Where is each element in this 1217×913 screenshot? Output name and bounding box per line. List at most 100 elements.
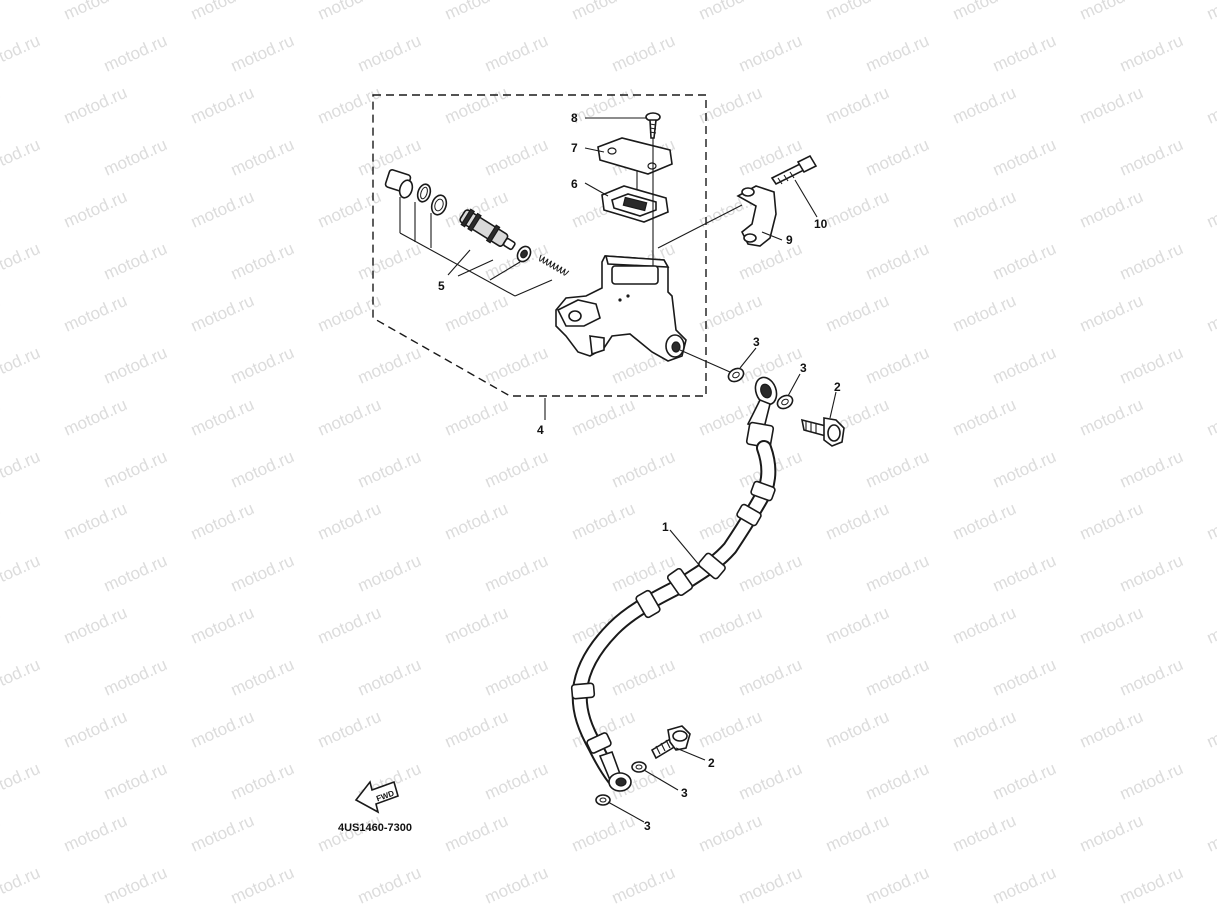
watermark-text: motod.ru xyxy=(1117,551,1186,596)
watermark-text: motod.ru xyxy=(482,31,551,76)
watermark-text: motod.ru xyxy=(863,551,932,596)
watermark-text: motod.ru xyxy=(188,395,257,440)
watermark-text: motod.ru xyxy=(696,811,765,856)
watermark-text: motod.ru xyxy=(101,239,170,284)
watermark-text: motod.ru xyxy=(101,551,170,596)
watermark-text: motod.ru xyxy=(990,343,1059,388)
watermark-text: motod.ru xyxy=(990,655,1059,700)
watermark-text: motod.ru xyxy=(696,603,765,648)
callout-leaders xyxy=(544,117,837,823)
watermark-text: motod.ru xyxy=(1204,603,1217,648)
watermark-text: motod.ru xyxy=(0,707,3,752)
watermark-text: motod.ru xyxy=(696,707,765,752)
watermark-text: motod.ru xyxy=(990,863,1059,908)
watermark-text: motod.ru xyxy=(0,759,43,804)
leader-lines-5 xyxy=(399,197,553,297)
watermark-text: motod.ru xyxy=(0,447,43,492)
watermark-text: motod.ru xyxy=(1204,291,1217,336)
callout-3-a: 3 xyxy=(753,335,760,349)
watermark-text: motod.ru xyxy=(990,447,1059,492)
watermark-text: motod.ru xyxy=(0,863,43,908)
watermark-text: motod.ru xyxy=(1117,343,1186,388)
watermark-text: motod.ru xyxy=(315,499,384,544)
watermark-text: motod.ru xyxy=(315,707,384,752)
watermark-text: motod.ru xyxy=(482,551,551,596)
watermark-text: motod.ru xyxy=(61,707,130,752)
diaphragm xyxy=(601,185,669,223)
watermark-text: motod.ru xyxy=(1077,707,1146,752)
callout-labels: 8 7 6 10 9 5 4 3 3 2 1 2 3 3 xyxy=(438,111,841,833)
watermark-text: motod.ru xyxy=(188,291,257,336)
watermark-text: motod.ru xyxy=(101,863,170,908)
watermark-text: motod.ru xyxy=(1204,395,1217,440)
watermark-text: motod.ru xyxy=(696,0,765,24)
watermark-text: motod.ru xyxy=(1117,135,1186,180)
watermark-text: motod.ru xyxy=(990,31,1059,76)
watermark-text: motod.ru xyxy=(736,759,805,804)
watermark-text: motod.ru xyxy=(61,499,130,544)
watermark-text: motod.ru xyxy=(1077,187,1146,232)
watermark-text: motod.ru xyxy=(442,0,511,24)
callout-8: 8 xyxy=(571,111,578,125)
master-cylinder-body xyxy=(555,255,687,362)
watermark-text: motod.ru xyxy=(0,655,43,700)
diagram-code: 4US1460-7300 xyxy=(338,822,412,834)
watermark-text: motod.ru xyxy=(228,343,297,388)
watermark-text: motod.ru xyxy=(990,239,1059,284)
watermark-text: motod.ru xyxy=(1077,291,1146,336)
watermark-text: motod.ru xyxy=(315,0,384,24)
watermark-text: motod.ru xyxy=(823,0,892,24)
watermark-text: motod.ru xyxy=(990,135,1059,180)
piston-kit xyxy=(384,169,570,276)
watermark-text: motod.ru xyxy=(0,239,43,284)
watermark-text: motod.ru xyxy=(442,603,511,648)
watermark-text: motod.ru xyxy=(736,863,805,908)
watermark-text: motod.ru xyxy=(61,187,130,232)
watermark-text: motod.ru xyxy=(0,343,43,388)
watermark-text: motod.ru xyxy=(188,707,257,752)
watermark-text: motod.ru xyxy=(228,135,297,180)
watermark-text: motod.ru xyxy=(482,343,551,388)
watermark-text: motod.ru xyxy=(863,239,932,284)
watermark-text: motod.ru xyxy=(1117,863,1186,908)
holder-bolt xyxy=(770,154,818,186)
watermark-text: motod.ru xyxy=(569,499,638,544)
watermark-text: motod.ru xyxy=(101,135,170,180)
watermark-text: motod.ru xyxy=(1077,395,1146,440)
watermark-text: motod.ru xyxy=(482,759,551,804)
watermark-text: motod.ru xyxy=(1117,759,1186,804)
watermark-text: motod.ru xyxy=(482,135,551,180)
assembly-dashed-outline xyxy=(372,94,707,397)
watermark-text: motod.ru xyxy=(736,31,805,76)
watermark-text: motod.ru xyxy=(569,0,638,24)
watermark-text: motod.ru xyxy=(950,83,1019,128)
callout-2-a: 2 xyxy=(834,380,841,394)
watermark-text: motod.ru xyxy=(823,83,892,128)
watermark-text: motod.ru xyxy=(228,863,297,908)
watermark-text: motod.ru xyxy=(0,187,3,232)
watermark-text: motod.ru xyxy=(823,707,892,752)
watermark-text: motod.ru xyxy=(950,707,1019,752)
callout-3-c: 3 xyxy=(681,786,688,800)
watermark-text: motod.ru xyxy=(228,551,297,596)
watermark-text: motod.ru xyxy=(101,759,170,804)
watermark-text: motod.ru xyxy=(482,655,551,700)
watermark-text: motod.ru xyxy=(609,447,678,492)
watermark-text: motod.ru xyxy=(0,135,43,180)
watermark-text: motod.ru xyxy=(0,0,3,24)
callout-3-d: 3 xyxy=(644,819,651,833)
watermark-text: motod.ru xyxy=(950,0,1019,24)
watermark-text: motod.ru xyxy=(61,0,130,24)
watermark-text: motod.ru xyxy=(61,83,130,128)
watermark-text: motod.ru xyxy=(355,655,424,700)
watermark-text: motod.ru xyxy=(442,499,511,544)
watermark-text: motod.ru xyxy=(61,603,130,648)
watermark-text: motod.ru xyxy=(950,603,1019,648)
watermark-text: motod.ru xyxy=(1077,0,1146,24)
master-cylinder-holder xyxy=(736,185,777,247)
callout-2-b: 2 xyxy=(708,756,715,770)
watermark-text: motod.ru xyxy=(482,447,551,492)
watermark-text: motod.ru xyxy=(355,447,424,492)
watermark-text: motod.ru xyxy=(1204,187,1217,232)
